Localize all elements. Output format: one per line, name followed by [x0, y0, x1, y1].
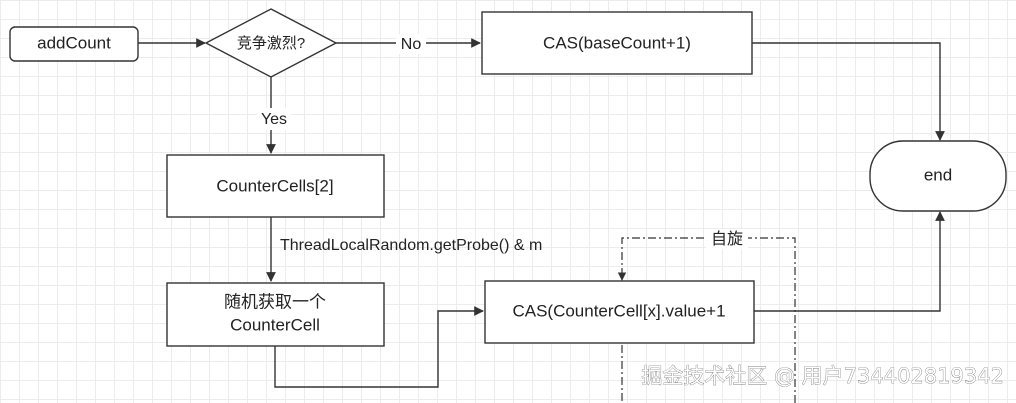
decision-label: 竞争激烈?	[237, 34, 305, 52]
node-decision: 竞争激烈?	[204, 8, 338, 78]
node-random-pick: 随机获取一个 CounterCell	[166, 282, 385, 347]
edge-cas-cell-to-end	[754, 211, 945, 312]
node-end: end	[869, 140, 1007, 212]
end-label: end	[924, 165, 952, 184]
node-counter-cells: CounterCells[2]	[166, 154, 385, 218]
add-count-label: addCount	[37, 33, 111, 52]
edge-label-no: No	[401, 36, 422, 53]
random-pick-label-line2: CounterCell	[230, 315, 320, 334]
edge-label-probe: ThreadLocalRandom.getProbe() & m	[280, 237, 542, 254]
edge-label-yes: Yes	[261, 111, 287, 128]
node-cas-cell: CAS(CounterCell[x].value+1	[484, 280, 755, 344]
cas-cell-label: CAS(CounterCell[x].value+1	[512, 301, 725, 320]
node-add-count: addCount	[9, 26, 139, 62]
edge-cas-base-to-end	[752, 42, 945, 141]
connectors	[138, 38, 945, 388]
cas-base-label: CAS(baseCount+1)	[543, 33, 691, 52]
edge-label-spin: 自旋	[711, 230, 743, 248]
counter-cells-label: CounterCells[2]	[216, 176, 333, 195]
watermark: 掘金技术社区 @ 用户734402819342	[641, 364, 1004, 388]
node-cas-base: CAS(baseCount+1)	[481, 11, 753, 75]
edge-random-to-cas-cell	[274, 306, 484, 388]
random-pick-label-line1: 随机获取一个	[224, 292, 326, 311]
